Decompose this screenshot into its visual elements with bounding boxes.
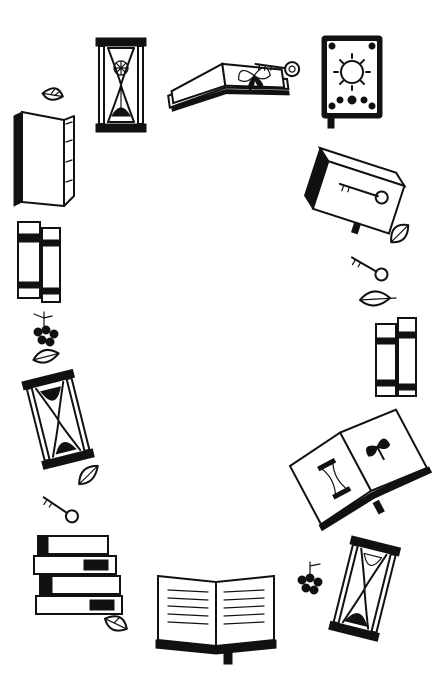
open-book-icon — [155, 574, 277, 665]
berries-icon — [33, 311, 59, 347]
book-stack-icon — [33, 535, 123, 615]
leaf-icon — [359, 290, 397, 307]
leaf-icon — [78, 464, 99, 486]
book-stack-icon — [17, 221, 61, 303]
closed-book-icon — [304, 146, 407, 235]
key-icon — [254, 61, 301, 78]
hourglass-icon — [21, 368, 95, 470]
key-icon — [351, 256, 389, 282]
closed-book-icon — [321, 35, 383, 129]
leaf-icon — [41, 87, 64, 101]
hourglass-icon — [328, 535, 402, 642]
leaf-icon — [390, 223, 410, 244]
leaf-icon — [32, 348, 60, 364]
book-icon — [13, 110, 75, 208]
leaf-icon — [104, 615, 128, 632]
key-icon — [42, 496, 79, 524]
open-book-icon — [288, 408, 433, 532]
open-book-icon — [167, 62, 290, 112]
berries-icon — [297, 561, 323, 595]
book-stack-icon — [375, 317, 417, 397]
hourglass-icon — [95, 37, 147, 133]
